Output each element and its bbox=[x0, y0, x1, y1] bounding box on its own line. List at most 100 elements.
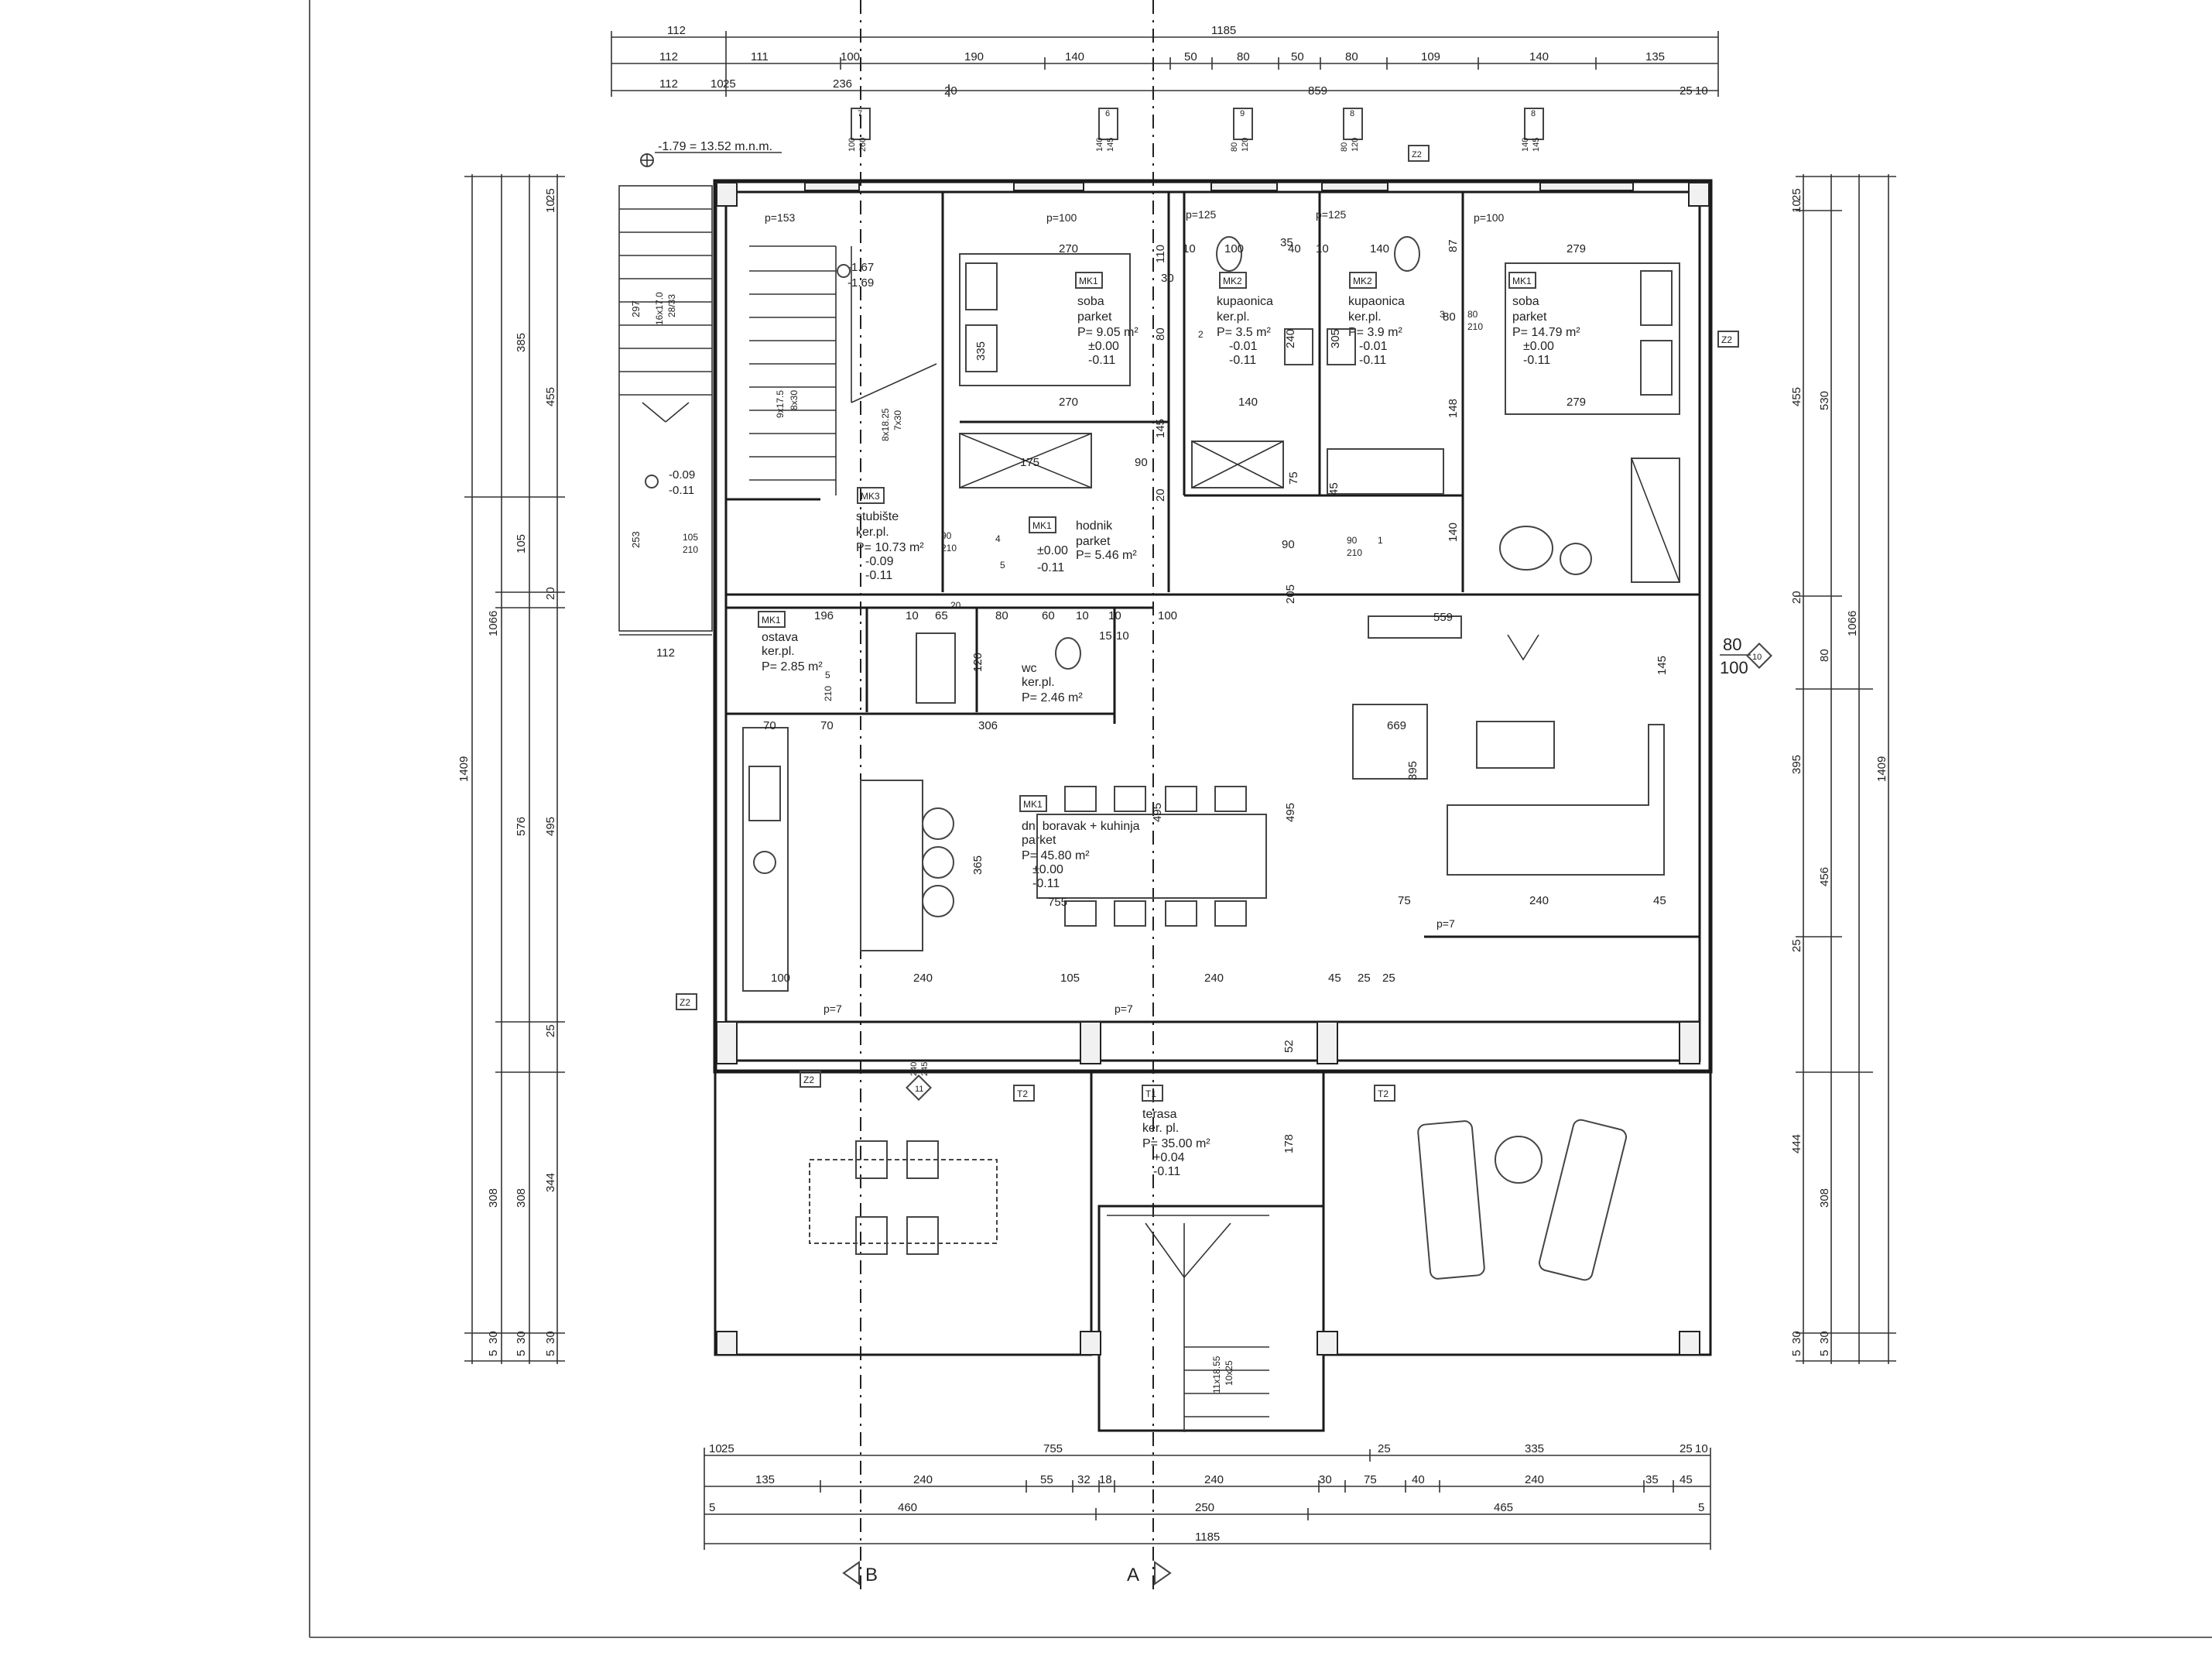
dim-25b: 25 bbox=[1382, 972, 1395, 985]
dim-right-1409: 1409 bbox=[1875, 756, 1888, 782]
door-tag-5: 5 bbox=[825, 670, 830, 680]
room-name: hodnik bbox=[1076, 519, 1113, 533]
room-soba-left: MK1 soba parket P= 9.05 m² ±0.00 -0.11 bbox=[1075, 272, 1139, 367]
dim-top-50b: 50 bbox=[1291, 50, 1304, 63]
room-area: P= 3.5 m² bbox=[1217, 326, 1271, 339]
dim-270a: 270 bbox=[1059, 242, 1078, 255]
dim-110a: 110 bbox=[1154, 245, 1167, 263]
dim-100c: 100 bbox=[771, 972, 790, 985]
parapet-p100a: p=100 bbox=[1046, 211, 1077, 224]
dim-90b: 90 bbox=[1282, 538, 1295, 551]
room-area: P= 14.79 m² bbox=[1512, 326, 1580, 339]
dim-bot-240b: 240 bbox=[1204, 1473, 1224, 1486]
dim-right-530: 530 bbox=[1818, 391, 1831, 410]
dim-right-395: 395 bbox=[1790, 755, 1803, 774]
stair-note-297: 297 bbox=[630, 300, 642, 317]
room-level-2: -0.11 bbox=[1359, 354, 1386, 367]
window-tag-h: 260 bbox=[858, 138, 868, 152]
stair-note-b: 8x30 bbox=[789, 390, 800, 410]
dim-bot-45: 45 bbox=[1680, 1473, 1693, 1486]
room-level-1: ±0.00 bbox=[1088, 340, 1119, 353]
dim-145: 145 bbox=[1154, 419, 1167, 438]
dim-bot-25c: 25 bbox=[1680, 1442, 1693, 1455]
dim-80a: 80 bbox=[1154, 327, 1167, 341]
window-tag-right: 80 100 10 bbox=[1720, 635, 1772, 677]
dim-bot-5b: 5 bbox=[1698, 1501, 1704, 1514]
dim-right-30: 30 bbox=[1790, 1331, 1803, 1344]
dim-bot-25b: 25 bbox=[1378, 1442, 1391, 1455]
door-tag-3: 3 bbox=[1440, 309, 1445, 320]
dim-top-10b: 10 bbox=[1695, 84, 1708, 98]
room-level-1: -0.01 bbox=[1229, 340, 1258, 353]
dim-right-1066: 1066 bbox=[1846, 611, 1859, 636]
dim-80c: 80 bbox=[995, 609, 1008, 622]
dim-100b: 100 bbox=[1158, 609, 1177, 622]
dim-87: 87 bbox=[1447, 239, 1460, 252]
dim-196: 196 bbox=[814, 609, 834, 622]
room-level-1: ±0.00 bbox=[1032, 863, 1063, 876]
dim-left-308: 308 bbox=[487, 1188, 500, 1208]
terrace-window-h: 245 bbox=[920, 1062, 930, 1076]
dim-left-1409: 1409 bbox=[457, 756, 471, 782]
tag-t2-right: T2 bbox=[1378, 1088, 1388, 1099]
top-dimensions: 112 1185 112 111 100 190 140 50 80 50 80… bbox=[611, 24, 1719, 98]
stair-note-d: 7x30 bbox=[892, 410, 903, 430]
window-tag-num: 6 bbox=[1105, 109, 1110, 118]
dim-right-25: 25 bbox=[1790, 188, 1803, 201]
dim-10a: 10 bbox=[1183, 242, 1196, 255]
parapet-p7b: p=7 bbox=[1115, 1003, 1133, 1015]
dim-60: 60 bbox=[1042, 609, 1055, 622]
room-area: P= 2.85 m² bbox=[762, 660, 823, 674]
dim-365: 365 bbox=[971, 855, 984, 875]
room-kupaonica-left: MK2 kupaonica ker.pl. P= 3.5 m² -0.01 -0… bbox=[1217, 272, 1273, 367]
room-floor: ker.pl. bbox=[1348, 310, 1382, 324]
dim-bot-55: 55 bbox=[1040, 1473, 1053, 1486]
dim-65: 65 bbox=[935, 609, 948, 622]
room-area: P= 35.00 m² bbox=[1142, 1137, 1210, 1150]
dim-bot-5: 5 bbox=[709, 1501, 715, 1514]
room-floor: parket bbox=[1512, 310, 1547, 324]
dim-right-30b: 30 bbox=[1818, 1331, 1831, 1344]
dim-bot-240c: 240 bbox=[1525, 1473, 1544, 1486]
tag-mk1: MK1 bbox=[1079, 276, 1098, 286]
walls bbox=[713, 179, 1713, 1432]
dim-bot-35: 35 bbox=[1645, 1473, 1659, 1486]
dim-52: 52 bbox=[1282, 1040, 1296, 1053]
dim-240a: 240 bbox=[1284, 329, 1297, 348]
room-name: ostava bbox=[762, 631, 798, 644]
window-right-num: 10 bbox=[1752, 653, 1762, 662]
dim-left-10: 10 bbox=[544, 200, 557, 213]
dim-top-135: 135 bbox=[1645, 50, 1665, 63]
dim-210a: 210 bbox=[683, 544, 698, 555]
window-tag-h: 120 bbox=[1351, 138, 1360, 152]
dim-210e: 210 bbox=[823, 686, 834, 701]
room-floor: ker. pl. bbox=[1142, 1122, 1179, 1135]
stair-note-terrace2: 10x25 bbox=[1224, 1360, 1234, 1386]
dim-right-5: 5 bbox=[1790, 1350, 1803, 1356]
room-area: P= 10.73 m² bbox=[856, 541, 924, 554]
inner-dimensions: 270 335 270 175 90 145 110 80 10 100 40 … bbox=[683, 236, 1669, 1153]
dim-right-455: 455 bbox=[1790, 387, 1803, 406]
dim-75: 75 bbox=[1287, 471, 1300, 485]
dim-148: 148 bbox=[1447, 399, 1460, 418]
room-floor: parket bbox=[1022, 834, 1056, 847]
dim-145b: 145 bbox=[1656, 656, 1669, 675]
dim-right-308: 308 bbox=[1818, 1188, 1831, 1208]
dim-right-5b: 5 bbox=[1818, 1350, 1831, 1356]
dim-240d: 240 bbox=[1204, 972, 1224, 985]
dim-140a: 140 bbox=[1238, 396, 1258, 409]
dim-left-30b: 30 bbox=[515, 1331, 528, 1344]
room-area: P= 2.46 m² bbox=[1022, 691, 1083, 704]
tag-t2-left: T2 bbox=[1017, 1088, 1028, 1099]
dim-45c: 45 bbox=[1328, 972, 1341, 985]
section-marker-a: A bbox=[1127, 1565, 1139, 1585]
section-marker-b: B bbox=[865, 1565, 878, 1585]
parapet-p7c: p=7 bbox=[1436, 917, 1455, 930]
dim-top-100: 100 bbox=[841, 50, 860, 63]
dim-210c: 210 bbox=[1347, 547, 1362, 558]
dim-80b: 80 bbox=[1443, 310, 1456, 324]
dim-140b: 140 bbox=[1370, 242, 1389, 255]
stair-note-terrace: 11x18.55 bbox=[1211, 1356, 1222, 1393]
room-area: P= 45.80 m² bbox=[1022, 849, 1090, 862]
dim-bot-465: 465 bbox=[1494, 1501, 1513, 1514]
